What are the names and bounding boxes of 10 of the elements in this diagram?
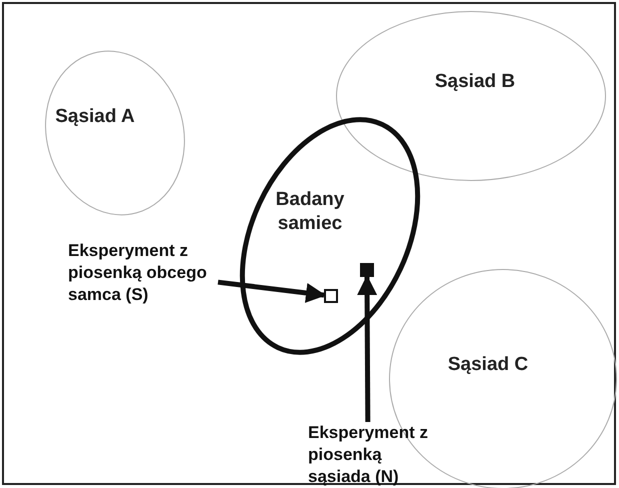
experiment-label: Eksperyment z piosenką obcego samca (S) [68, 240, 218, 306]
arrow [218, 280, 326, 303]
experiment-label: Eksperyment z piosenką sąsiada (N) [308, 422, 428, 488]
territory-label: Sąsiad B [434, 70, 516, 94]
open-square-marker [324, 289, 338, 303]
arrow [357, 275, 378, 422]
territory-label: Sąsiad A [54, 105, 136, 129]
filled-square-marker [360, 263, 374, 277]
territory-label: Sąsiad C [446, 353, 530, 377]
territory-label: Badany samiec [274, 188, 346, 236]
